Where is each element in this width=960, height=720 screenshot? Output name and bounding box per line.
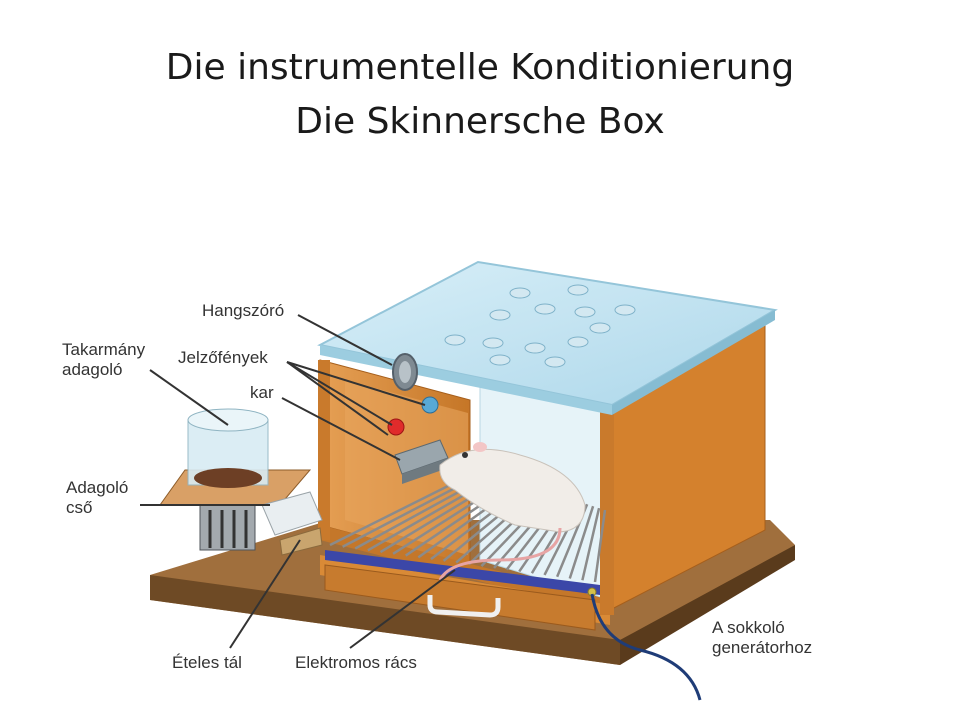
label-speaker: Hangszóró — [202, 301, 284, 320]
signal-lights — [387, 396, 439, 436]
shock-cable — [587, 587, 702, 701]
slide-title: Die instrumentelle Konditionierung — [165, 47, 795, 88]
grid-bar — [593, 509, 607, 583]
speaker-pointer — [297, 314, 393, 366]
label-tube-2: cső — [66, 498, 92, 517]
label-generator-2: generátorhoz — [712, 638, 812, 657]
slide-subtitle: Die Skinnersche Box — [295, 101, 665, 142]
lever-pointer — [281, 397, 401, 461]
label-grid: Elektromos rács — [295, 653, 417, 672]
signal-light-pointer-red — [286, 361, 393, 426]
grid-terminal-strip — [325, 550, 600, 595]
label-signal-lights: Jelzőfények — [178, 348, 268, 367]
label-food-tray: Ételes tál — [172, 653, 242, 672]
label-feeder-2: adagoló — [62, 360, 123, 379]
glass-lid — [317, 260, 778, 415]
grid-bar — [581, 507, 601, 581]
label-generator-1: A sokkoló — [712, 618, 785, 637]
tray-pointer — [229, 539, 301, 649]
signal-light-pointer-blue — [286, 361, 426, 406]
lid-air-holes — [444, 284, 636, 368]
label-tube-1: Adagoló — [66, 478, 128, 497]
food-dispenser — [159, 408, 323, 551]
food-tray — [279, 527, 323, 556]
label-lever: kar — [250, 383, 274, 402]
pointer-lines — [140, 314, 456, 649]
grid-pointer — [349, 569, 456, 649]
rat-illustration — [438, 442, 586, 581]
signal-light-pointer-extra — [286, 361, 389, 436]
drawer — [324, 564, 596, 631]
lever — [394, 439, 449, 484]
feeder-pointer — [149, 369, 229, 426]
speaker-icon — [392, 353, 418, 391]
grid-bar — [568, 505, 595, 579]
label-feeder-1: Takarmány — [62, 340, 146, 359]
